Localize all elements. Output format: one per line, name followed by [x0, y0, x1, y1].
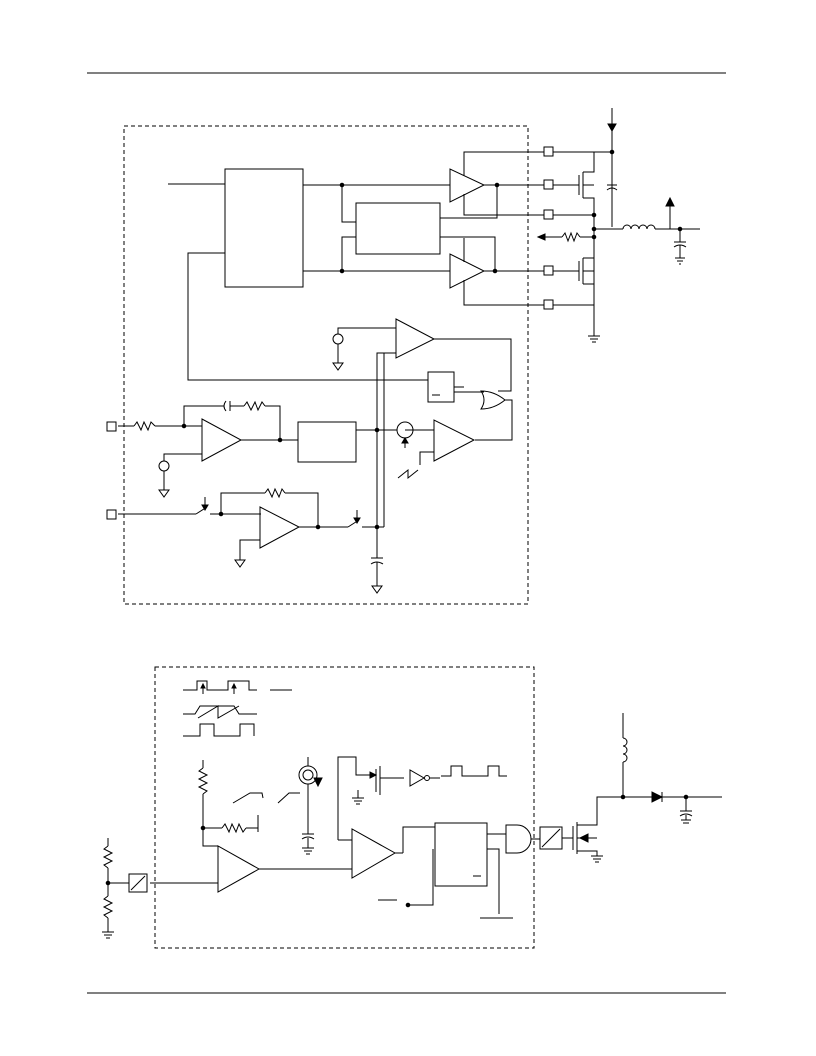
pin-boot: [543, 146, 554, 157]
output-arrow: [665, 196, 675, 207]
inverter-buffer: [409, 769, 426, 787]
waveform-1: [183, 680, 257, 691]
ic-boundary-top: [123, 125, 529, 605]
buck-controller-schematic: [106, 108, 700, 605]
current-comparator: [433, 419, 476, 462]
output-inductor: [622, 224, 656, 230]
input-resistor: [133, 420, 156, 432]
ic-boundary-bottom: [154, 666, 535, 949]
input-arrow: [607, 123, 617, 133]
pin-fb: [106, 421, 117, 432]
low-side-driver: [449, 253, 486, 289]
pin-pgnd: [543, 299, 554, 310]
comparator-2: [351, 828, 397, 879]
current-source: [298, 765, 318, 785]
pwm-comparator: [395, 318, 436, 359]
d-flip-flop: [434, 822, 488, 887]
latch: [427, 371, 455, 403]
soft-start-amplifier: [259, 506, 301, 549]
ramp-waveform: [397, 468, 419, 480]
switch-mosfet: [572, 796, 623, 863]
high-side-driver: [449, 168, 486, 203]
ss-resistor: [264, 487, 286, 499]
high-side-mosfet: [553, 151, 612, 215]
external-resistor-bottom: [102, 895, 114, 919]
reference-source-1: [332, 333, 344, 345]
hysteresis-resistor: [221, 822, 247, 834]
comparator-1: [217, 845, 261, 893]
boost-diode: [651, 791, 664, 803]
waveform-2: [183, 705, 257, 715]
compensation-block: [297, 421, 357, 463]
external-resistor-top: [102, 845, 114, 869]
divider-resistor: [197, 767, 209, 795]
control-logic-block: [224, 168, 304, 288]
pin-ss: [106, 509, 117, 520]
reference-source-2: [158, 460, 170, 472]
boost-capacitor: [679, 813, 693, 817]
or-gate: [480, 390, 506, 410]
pin-sw: [543, 209, 554, 220]
error-amplifier: [201, 418, 243, 462]
pin-lg: [543, 265, 554, 276]
pin-hg: [543, 179, 554, 190]
clock-waveform: [441, 765, 507, 777]
waveform-3: [183, 723, 255, 737]
feedback-resistor: [243, 400, 266, 412]
low-side-mosfet: [553, 257, 594, 285]
boost-inductor: [622, 737, 628, 763]
detector-schematic: [102, 666, 722, 949]
sense-resistor: [561, 231, 581, 243]
and-gate: [505, 824, 532, 854]
deadtime-block: [355, 202, 441, 255]
discharge-mosfet: [352, 766, 404, 805]
